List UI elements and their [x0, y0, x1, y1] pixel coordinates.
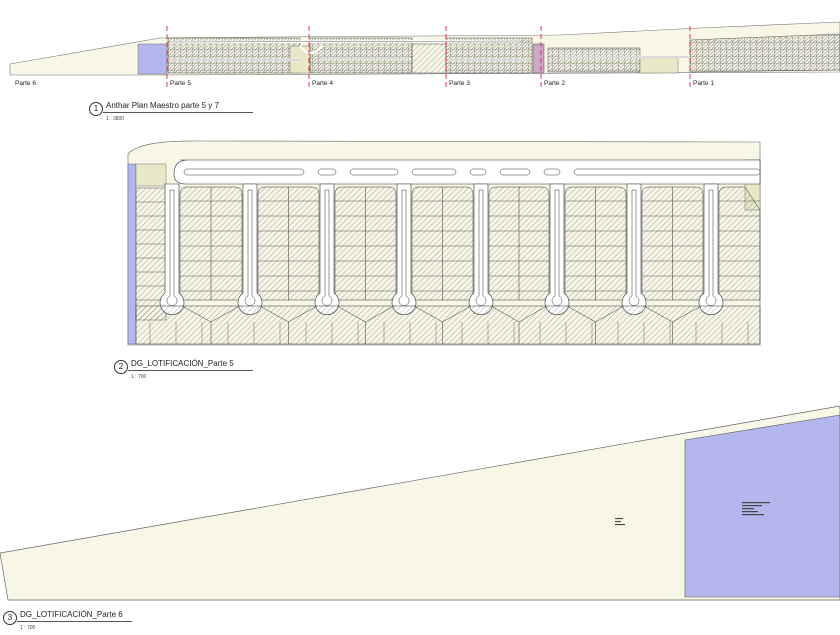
view1-title: Anthar Plan Maestro parte 5 y 7 — [106, 101, 219, 110]
view2-reserve-strip — [127, 163, 137, 345]
part-label-2: Parte 2 — [544, 80, 565, 87]
view3-scale: 1 : 700 — [20, 625, 36, 631]
lot-block — [718, 186, 761, 301]
view1-accent-block — [532, 43, 545, 74]
view2-green-corner — [135, 163, 167, 187]
part-label-6: Parte 6 — [15, 80, 36, 87]
view3-parcel-note — [615, 518, 625, 526]
view1-title-rule — [103, 112, 253, 113]
view3-number: 3 — [3, 611, 17, 625]
part-label-3: Parte 3 — [449, 80, 470, 87]
culdesac-street — [698, 183, 724, 315]
view1-scale: 1 : 3800 — [106, 116, 125, 122]
part-label-1: Parte 1 — [693, 80, 714, 87]
view2-scale: 1 : 700 — [131, 374, 147, 380]
view1-green-area-2 — [639, 57, 679, 74]
view1-lots-parte1 — [689, 33, 840, 73]
view3-reserve-note — [742, 502, 770, 516]
view3-lotification-parte6 — [0, 405, 840, 601]
lot-block — [564, 186, 627, 301]
view1-master-plan: Parte 6 Parte 5 Parte 4 Parte 3 Parte 2 … — [9, 21, 840, 88]
view1-lots-parte5 — [167, 37, 301, 74]
view2-bottom-lots — [135, 305, 761, 345]
view2-lotification-parte5 — [127, 140, 761, 346]
view3-reserve-area — [684, 414, 840, 598]
part-label-4: Parte 4 — [312, 80, 333, 87]
culdesac-street — [314, 183, 340, 315]
view2-culdesac-streets — [159, 183, 724, 315]
lot-block — [257, 186, 320, 301]
view1-lots-parte4 — [309, 37, 413, 74]
view2-title-rule — [128, 370, 253, 371]
view1-hatch-block-1 — [411, 43, 447, 74]
view3-land-parcel — [0, 405, 840, 601]
view1-number: 1 — [89, 102, 103, 116]
lot-block — [641, 186, 704, 301]
view1-lots-parte2 — [547, 47, 641, 73]
view3-title-rule — [17, 621, 132, 622]
part-label-5: Parte 5 — [170, 80, 191, 87]
lot-block — [179, 186, 243, 301]
lot-block — [411, 186, 474, 301]
view2-number: 2 — [114, 360, 128, 374]
view1-lots-parte3 — [445, 37, 533, 74]
lot-block — [334, 186, 397, 301]
view2-title: DG_LOTIFICACIÓN_Parte 5 — [131, 359, 234, 368]
view2-lot-blocks — [179, 186, 761, 301]
view1-road-edge — [169, 40, 690, 61]
lot-block — [488, 186, 550, 301]
frontage-lots — [135, 305, 761, 345]
view1-reserve-area — [137, 43, 168, 75]
view3-title: DG_LOTIFICACIÓN_Parte 6 — [20, 610, 123, 619]
view2-main-road — [173, 159, 761, 185]
view2-road-centerline — [183, 168, 761, 176]
view1-cut-lines — [166, 26, 691, 88]
culdesac-street — [391, 183, 417, 315]
